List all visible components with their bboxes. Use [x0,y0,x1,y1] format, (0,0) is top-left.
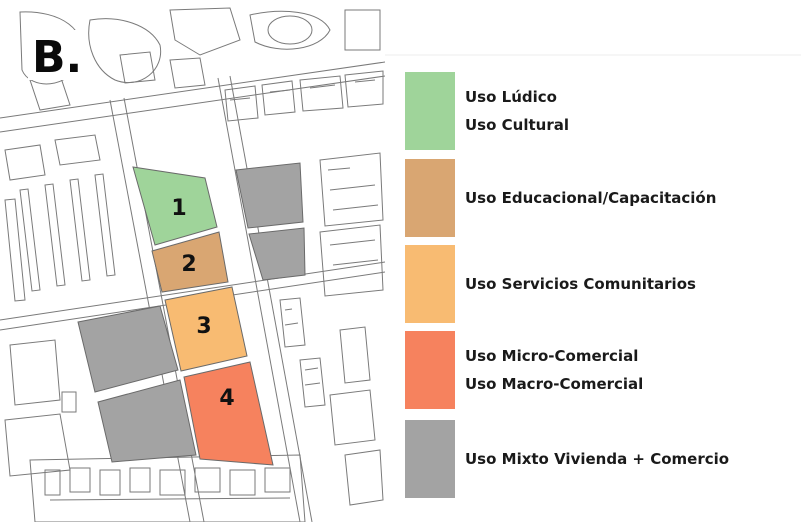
legend-label: Uso Mixto Vivienda + Comercio [465,450,729,468]
legend-swatch [405,159,455,237]
legend-label: Uso Servicios Comunitarios [465,275,696,293]
street-lines [0,7,385,522]
legend-label: Uso Lúdico [465,88,557,106]
legend-swatch [405,245,455,323]
legend-item: Uso Educacional/Capacitación [405,159,716,237]
mixed-use-blocks [77,162,306,463]
plot-4-label: 4 [219,386,234,411]
plot-3-label: 3 [196,314,211,339]
mixed-use-block-bottom-left-a [77,305,179,393]
numbered-plots [132,166,274,466]
plot-4 [183,361,274,466]
legend-swatch [405,72,455,150]
legend-label: Uso Cultural [465,116,569,134]
panel-letter: B. [32,32,82,83]
plot-3 [164,286,248,372]
legend-label: Uso Educacional/Capacitación [465,189,716,207]
legend-item: Uso Servicios Comunitarios [405,245,696,323]
legend-label: Uso Micro-Comercial [465,347,638,365]
plot-2 [151,231,229,293]
mixed-use-block-bottom-left-b [97,379,197,463]
legend-swatch [405,420,455,498]
site-plan-map: 1 2 3 4 B. [0,0,385,522]
legend-label: Uso Macro-Comercial [465,375,643,393]
plot-1 [132,166,218,246]
mixed-use-block-top-right-b [248,227,306,281]
mixed-use-block-top-right-a [235,162,304,229]
legend-item: Uso Mixto Vivienda + Comercio [405,420,729,498]
plot-2-label: 2 [181,252,196,277]
legend-swatch [405,331,455,409]
plot-1-label: 1 [171,196,186,221]
